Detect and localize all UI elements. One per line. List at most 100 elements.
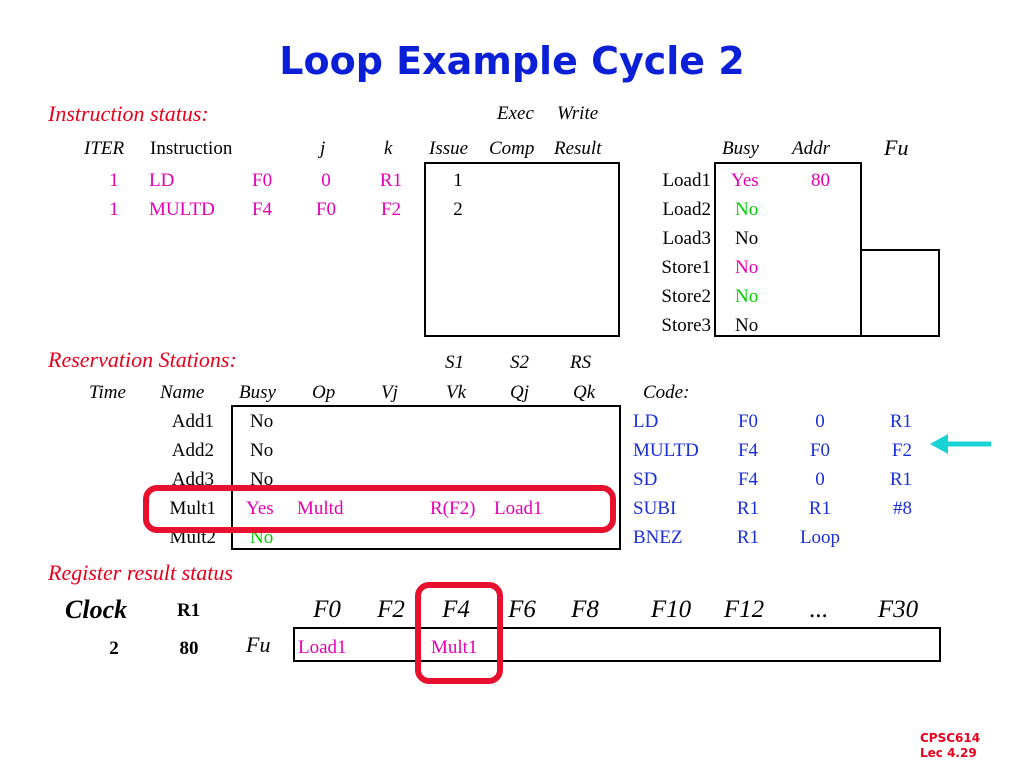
col-instruction: Instruction	[150, 138, 233, 159]
rs-name: Add2	[171, 440, 214, 461]
code-arg-b: 0	[815, 469, 825, 490]
instruction-status-grid	[424, 162, 620, 337]
rs-col-busy: Busy	[239, 382, 276, 403]
code-op: MULTD	[633, 440, 699, 461]
rs-name: Add3	[171, 469, 214, 490]
instr-op: MULTD	[149, 199, 215, 220]
col-busy: Busy	[722, 138, 759, 159]
clock-value: 2	[109, 638, 119, 659]
label-rs: RS	[570, 352, 592, 373]
code-arg-a: F4	[737, 469, 759, 490]
buffer-busy: No	[735, 257, 759, 278]
rs-busy: No	[250, 469, 274, 490]
code-arg-a: F4	[737, 440, 759, 461]
r1-value: 80	[179, 638, 199, 659]
load-store-buffers-grid	[714, 162, 862, 337]
buffer-addr: 80	[811, 170, 830, 191]
buffer-name: Store2	[661, 286, 711, 307]
code-arg-a: R1	[736, 498, 760, 519]
buffer-busy: No	[735, 199, 759, 220]
col-issue: Issue	[429, 138, 469, 159]
col-fu: Fu	[884, 135, 909, 160]
buffer-name: Load3	[662, 228, 711, 249]
f4-highlight	[415, 582, 503, 684]
rs-col-vk: Vk	[446, 382, 467, 403]
code-arg-a: F0	[737, 411, 759, 432]
instr-dest: F4	[252, 199, 273, 220]
buffer-name: Store1	[661, 257, 711, 278]
code-op: BNEZ	[633, 527, 683, 548]
code-arg-c: R1	[889, 411, 912, 432]
instr-k: R1	[379, 170, 403, 191]
col-comp: Comp	[489, 138, 535, 159]
register-name: F12	[723, 596, 765, 623]
buffer-busy: No	[735, 228, 759, 249]
instr-j: 0	[321, 170, 331, 191]
buffer-busy: No	[735, 286, 759, 307]
col-k: k	[384, 138, 393, 159]
register-name: F4	[442, 596, 470, 623]
reservation-stations-grid	[231, 405, 621, 550]
code-arg-b: 0	[815, 411, 825, 432]
register-name: ...	[809, 596, 829, 623]
register-name: F0	[313, 596, 341, 623]
register-name: F10	[650, 596, 692, 623]
code-label: Code:	[643, 382, 690, 403]
rs-name: Mult1	[169, 498, 216, 519]
rs-busy: No	[250, 440, 274, 461]
code-op: SUBI	[633, 498, 677, 519]
fu-label: Fu	[246, 632, 271, 657]
code-op: LD	[633, 411, 659, 432]
rs-name: Add1	[171, 411, 214, 432]
buffer-name: Load1	[662, 170, 711, 191]
footer-course: CPSC614	[920, 731, 981, 745]
code-arg-c: R1	[889, 469, 912, 490]
slide-title: Loop Example Cycle 2	[279, 39, 745, 83]
instr-iter: 1	[109, 170, 119, 191]
rs-col-vj: Vj	[381, 382, 398, 403]
rs-op: Multd	[297, 498, 344, 519]
rs-col-op: Op	[312, 382, 336, 403]
buffer-busy: No	[735, 315, 759, 336]
rs-qj: Load1	[494, 498, 543, 519]
register-status-heading: Register result status	[48, 560, 233, 585]
register-name: F30	[877, 596, 919, 623]
col-j: j	[320, 138, 326, 159]
instr-issue: 2	[453, 199, 463, 220]
col-iter: ITER	[84, 138, 125, 159]
instr-k: F2	[380, 199, 402, 220]
store-fu-grid	[860, 249, 940, 337]
buffer-busy: Yes	[731, 170, 759, 191]
clock-label: Clock	[65, 595, 128, 624]
rs-col-name: Name	[160, 382, 205, 403]
register-name: F2	[377, 596, 405, 623]
label-s1: S1	[445, 352, 464, 373]
reservation-stations-heading: Reservation Stations:	[48, 347, 237, 372]
instr-op: LD	[149, 170, 175, 191]
register-name: F8	[571, 596, 599, 623]
code-arg-c: F2	[891, 440, 912, 461]
rs-col-qj: Qj	[510, 382, 529, 403]
buffer-name: Store3	[661, 315, 711, 336]
label-s2: S2	[510, 352, 529, 373]
instr-iter: 1	[109, 199, 119, 220]
instruction-status-heading: Instruction status:	[48, 101, 209, 126]
r1-label: R1	[177, 600, 201, 621]
col-addr: Addr	[792, 138, 830, 159]
code-arg-a: R1	[736, 527, 760, 548]
rs-vk: R(F2)	[430, 498, 476, 519]
instr-dest: F0	[252, 170, 273, 191]
code-arg-c: #8	[893, 498, 912, 519]
current-instruction-arrow-icon	[930, 434, 991, 454]
code-op: SD	[633, 469, 658, 490]
mult1-highlight	[143, 485, 616, 533]
write-label: Write	[557, 103, 599, 124]
rs-busy: Yes	[246, 498, 274, 519]
rs-col-time: Time	[89, 382, 126, 403]
footer-lecture: Lec 4.29	[920, 746, 977, 760]
register-fu-grid	[293, 627, 941, 662]
code-arg-b: R1	[808, 498, 832, 519]
exec-label: Exec	[497, 103, 534, 124]
register-fu-value: Load1	[298, 637, 347, 658]
col-result: Result	[554, 138, 602, 159]
